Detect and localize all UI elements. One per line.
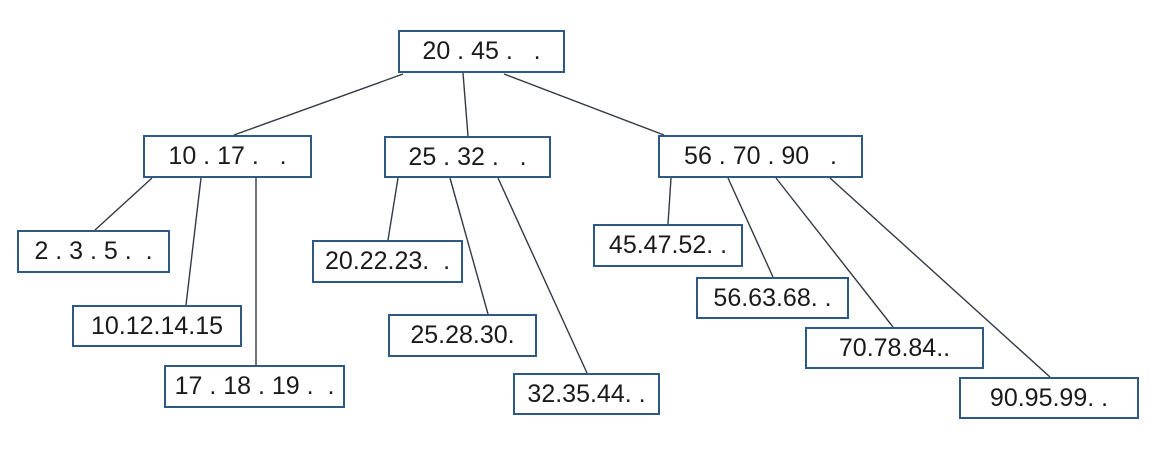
tree-node-2-3-5: 2 . 3 . 5 . . [17,230,170,273]
tree-node-56-70-90: 56 . 70 . 90 . [658,135,863,178]
edge-10-17-to-10-12-14-15 [185,177,202,306]
edge-25-32-to-20-22-23 [387,177,399,241]
tree-node-25-32: 25 . 32 . . [384,136,551,178]
tree-node-10-12-14-15: 10.12.14.15 [72,305,242,347]
tree-node-56-63-68: 56.63.68. . [696,277,849,319]
tree-node-70-78-84: 70.78.84.. [805,327,984,369]
tree-node-17-18-19: 17 . 18 . 19 . . [164,365,345,408]
tree-node-32-35-44: 32.35.44. . [513,373,660,415]
edge-root-to-25-32 [462,72,469,137]
tree-node-20-22-23: 20.22.23. . [312,240,463,283]
edge-56-70-90-to-45-47-52 [667,177,672,225]
tree-node-10-17: 10 . 17 . . [143,135,312,178]
tree-node-20-45: 20 . 45 . . [398,30,565,73]
edge-root-to-10-17 [233,73,404,136]
tree-node-45-47-52: 45.47.52. . [593,224,743,267]
edge-root-to-56-70-90 [503,73,665,136]
tree-node-90-95-99: 90.95.99. . [959,377,1139,419]
tree-node-25-28-30: 25.28.30. [388,314,537,357]
edge-10-17-to-2-3-5 [94,177,153,231]
